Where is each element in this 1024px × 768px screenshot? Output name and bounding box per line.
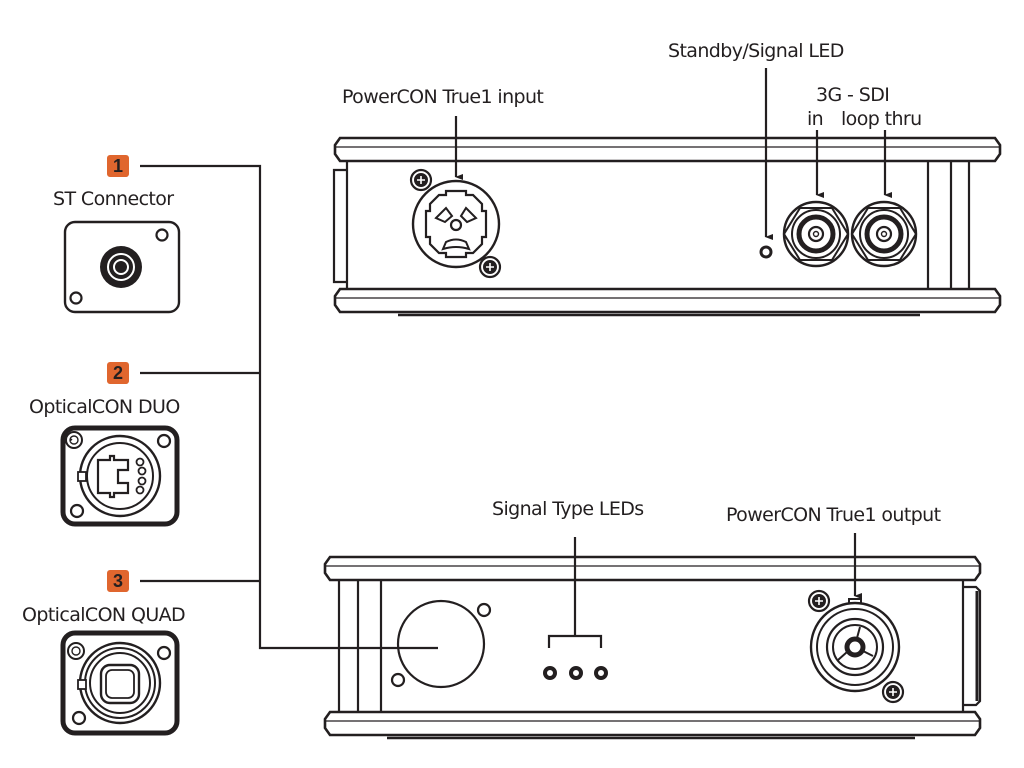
signal-led-3 <box>594 666 608 680</box>
connector-badge-2: 2 <box>107 362 129 384</box>
badge-number: 2 <box>112 363 123 383</box>
sdi-title-label: 3G - SDI <box>816 84 890 106</box>
signal-led-1 <box>543 666 557 680</box>
signal-leds-label: Signal Type LEDs <box>492 498 644 520</box>
opticalcon-duo-icon <box>60 425 180 527</box>
opticalcon-quad-icon <box>60 630 180 736</box>
connector-badge-3: 3 <box>107 570 129 592</box>
signal-led-2 <box>569 666 583 680</box>
standby-led-label: Standby/Signal LED <box>668 40 844 62</box>
line-connector-1 <box>140 164 438 650</box>
power-input-label: PowerCON True1 input <box>342 86 544 108</box>
connector-badge-1: 1 <box>107 155 129 177</box>
st-connector-label: ST Connector <box>53 188 174 210</box>
sdi-loop-thru-connector <box>850 200 918 268</box>
sdi-in-connector <box>782 200 850 268</box>
opticalcon-quad-label: OpticalCON QUAD <box>22 604 186 626</box>
bottom-unit-chassis <box>323 555 982 740</box>
connector-tree-lines <box>140 164 438 650</box>
sdi-in-label: in <box>807 108 824 130</box>
badge-number: 3 <box>112 571 123 591</box>
powercon-output-connector <box>807 589 905 704</box>
signal-type-leds <box>543 666 608 680</box>
standby-signal-led <box>759 245 773 259</box>
sdi-loop-label: loop thru <box>841 108 922 130</box>
power-output-label: PowerCON True1 output <box>726 504 941 526</box>
fiber-connector-cutout <box>390 599 492 689</box>
powercon-input-connector <box>409 168 502 279</box>
badge-number: 1 <box>112 156 123 176</box>
top-unit-callouts <box>454 68 892 240</box>
opticalcon-duo-label: OpticalCON DUO <box>29 396 180 418</box>
top-unit-chassis <box>332 136 1002 317</box>
st-connector-icon <box>63 220 181 314</box>
signal-leds-bracket <box>547 537 603 648</box>
